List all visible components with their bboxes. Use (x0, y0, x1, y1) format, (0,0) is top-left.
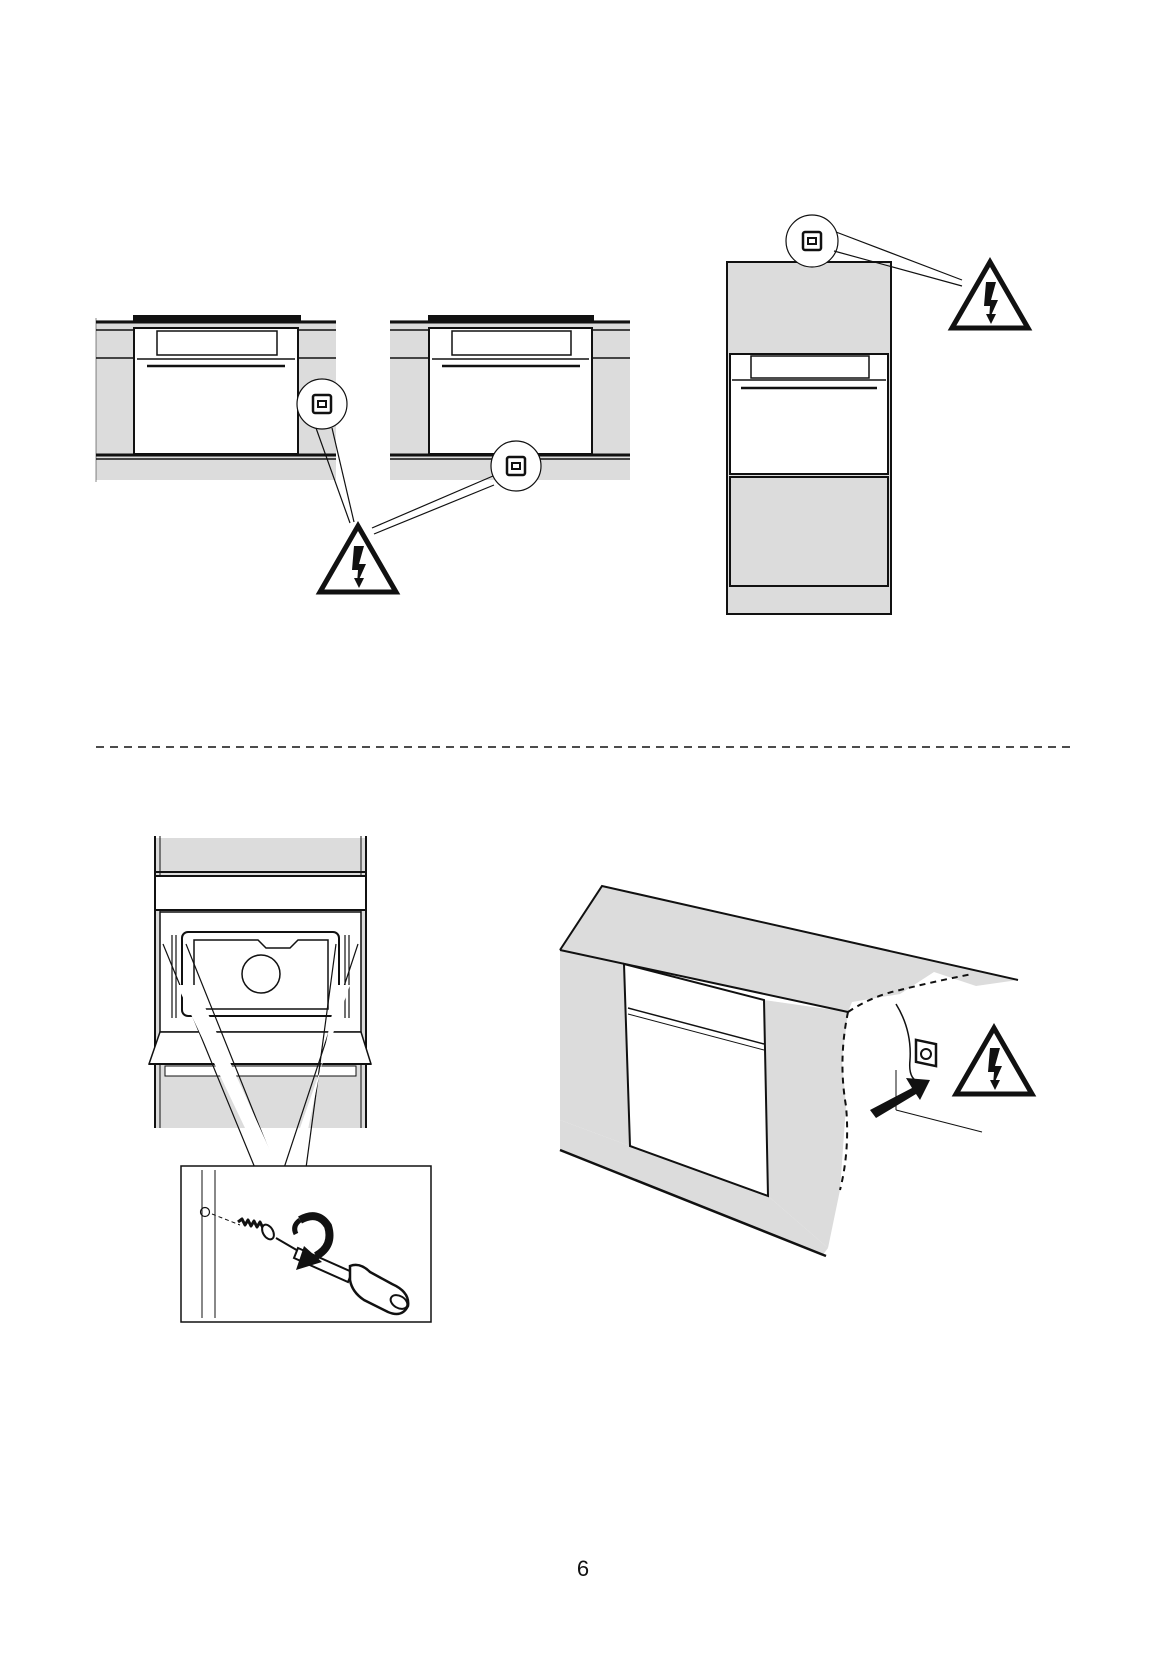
arrow-icon (870, 1078, 930, 1118)
socket-callout-2 (371, 440, 542, 535)
rotate-arrow-icon (292, 1212, 334, 1270)
illustration-oven-under-worktop-1 (95, 315, 336, 482)
page-number: 6 (576, 1556, 590, 1581)
screw-icon (237, 1217, 275, 1241)
high-voltage-warning-icon (956, 1028, 1032, 1094)
high-voltage-warning-icon (320, 526, 396, 592)
power-socket-icon (505, 455, 527, 477)
power-socket-icon (914, 1038, 938, 1068)
fixing-screw-detail (180, 1165, 432, 1323)
illustration-oven-fixing-screws (147, 836, 373, 1169)
socket-callout-1 (296, 378, 355, 524)
high-voltage-warning-icon (952, 262, 1028, 328)
power-socket-icon (311, 393, 333, 415)
power-socket-icon (801, 230, 823, 252)
illustration-built-under-socket (559, 884, 1019, 1258)
illustration-oven-in-tall-unit (726, 214, 963, 615)
